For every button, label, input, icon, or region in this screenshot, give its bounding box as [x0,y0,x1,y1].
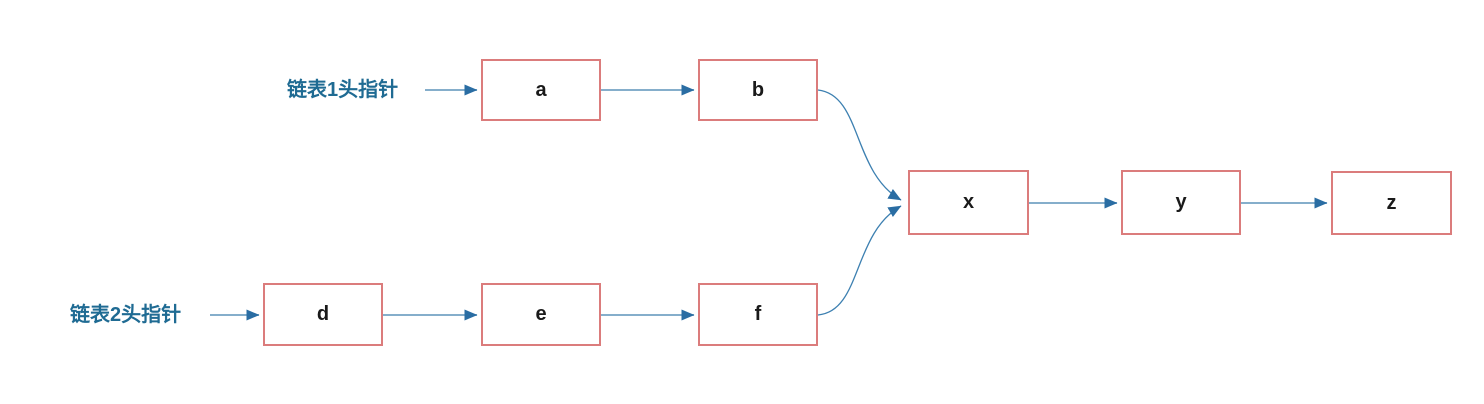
curve-f-to-x [817,205,902,316]
node-label: f [754,303,762,325]
node-label: y [1175,191,1187,213]
node-x: x [908,170,1029,235]
node-b: b [698,59,818,121]
node-label: b [751,78,765,101]
node-label: a [535,78,547,101]
node-d: d [263,283,383,346]
node-label: e [535,303,547,325]
node-z: z [1331,171,1452,235]
node-label: z [1386,191,1397,214]
node-a: a [481,59,601,121]
curve-b-to-x [817,89,902,201]
node-label: d [316,303,330,325]
list2-pointer-label: 链表2头指针 [70,304,182,326]
node-y: y [1121,170,1241,235]
list1-pointer-label: 链表1头指针 [287,79,399,101]
node-label: x [962,191,975,213]
node-f: f [698,283,818,346]
node-e: e [481,283,601,346]
